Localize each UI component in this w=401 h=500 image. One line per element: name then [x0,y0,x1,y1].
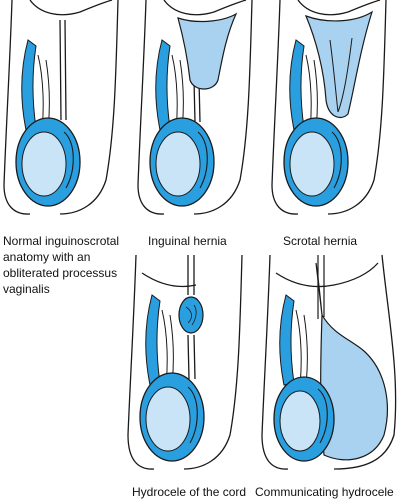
caption-hydrocele-cord: Hydrocele of the cord [132,485,247,499]
hernia-sac [304,10,374,119]
hydrocele-cord-figure [127,254,243,470]
testis [21,131,67,197]
testis [145,386,191,452]
scrotum-outline-right [59,0,119,215]
caption-communicating-hydrocele: Communicating hydrocele [255,485,394,499]
hernia-sac [177,12,238,90]
patent-processus-vaginalis [317,255,325,319]
testis [155,131,201,197]
caption-normal: Normal inguinoscrotal anatomy with an ob… [3,234,120,296]
scrotal-hernia-figure [271,0,387,215]
vas-deferens [21,39,37,131]
caption-inguinal-hernia: Inguinal hernia [148,234,227,248]
testis [289,131,335,197]
scrotum-outline [3,0,31,215]
normal-anatomy-figure [3,0,119,215]
herniated-bowel [329,37,353,113]
abdominal-wall [29,0,113,16]
spermatic-cord [59,19,67,121]
cord-hydrocele-cyst [178,296,204,334]
testis [279,390,321,452]
communicating-hydrocele-figure [261,254,397,470]
epididymis [63,131,74,189]
caption-scrotal-hernia: Scrotal hernia [283,234,358,248]
inguinal-hernia-figure [137,0,253,215]
